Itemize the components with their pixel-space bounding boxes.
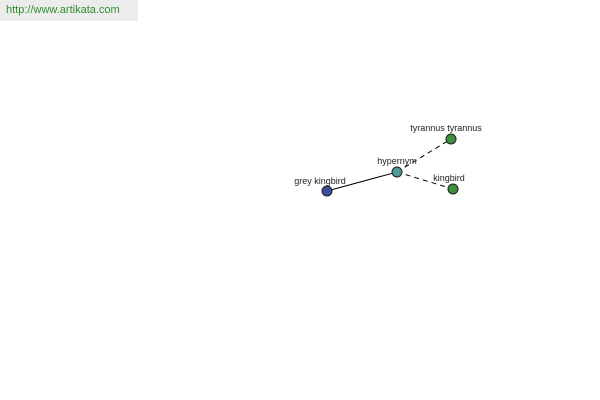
node-grey-kingbird[interactable] bbox=[321, 185, 333, 197]
edge-grey-kingbird-hypernym bbox=[326, 171, 398, 192]
edge-hypernym-kingbird bbox=[396, 171, 454, 190]
edge-hypernym-tyrannus-tyrannus bbox=[396, 138, 452, 173]
label-grey-kingbird: grey kingbird bbox=[294, 176, 346, 186]
node-kingbird[interactable] bbox=[447, 183, 459, 195]
node-tyrannus-tyrannus[interactable] bbox=[445, 133, 457, 145]
label-tyrannus-tyrannus: tyrannus tyrannus bbox=[410, 123, 482, 133]
source-link[interactable]: http://www.artikata.com bbox=[6, 4, 120, 16]
label-hypernym: hypernym bbox=[377, 156, 417, 166]
source-bar: http://www.artikata.com bbox=[0, 0, 138, 21]
node-hypernym[interactable] bbox=[391, 166, 403, 178]
label-kingbird: kingbird bbox=[433, 173, 465, 183]
